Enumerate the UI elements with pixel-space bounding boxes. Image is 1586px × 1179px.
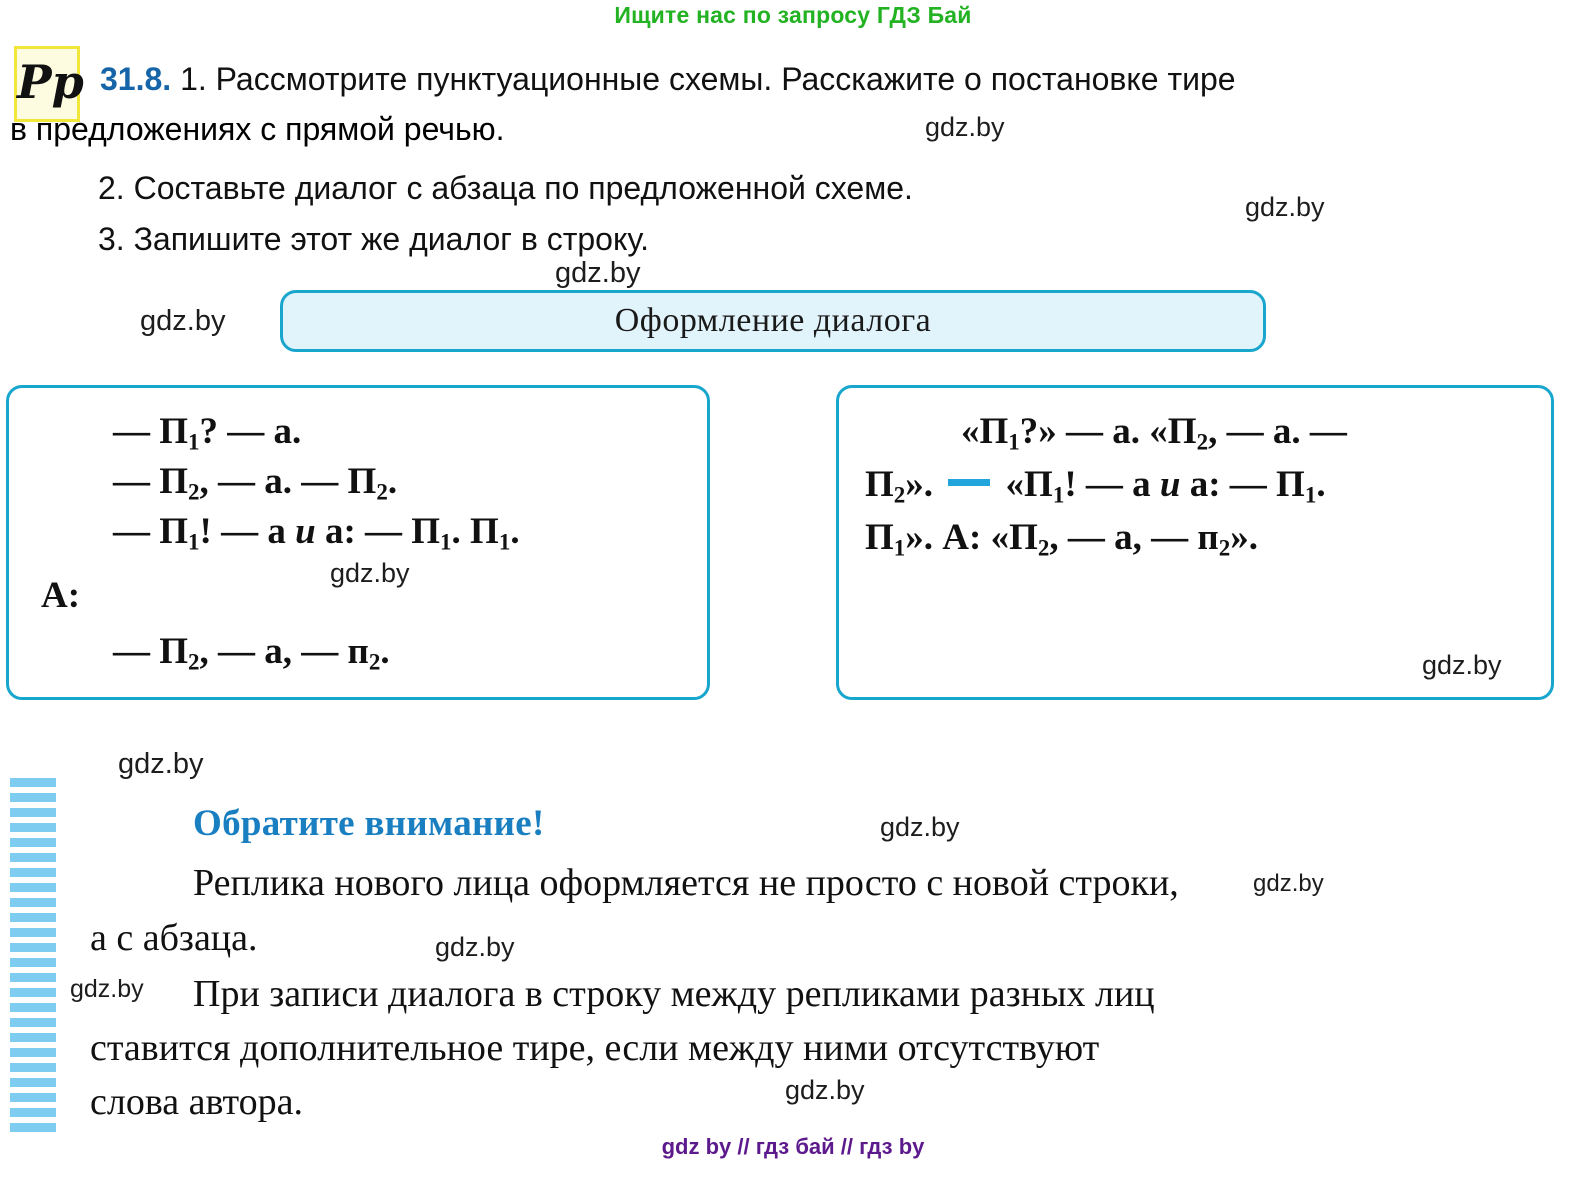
highlighted-extra-dash [948,478,991,486]
margin-dash [10,838,56,847]
gdz-watermark: gdz.by [70,975,144,1003]
scheme-left-line-2: — П2, — а. — П2. [113,461,398,505]
margin-dash [10,778,56,787]
margin-dash [10,958,56,967]
cursive-rr-icon: Рр [17,55,84,109]
task-item-2: 2. Составьте диалог с абзаца по предложе… [98,170,913,206]
scheme-left-author-label: А: [41,575,81,616]
scheme-box-dialogue-lines: — П1? — а. — П2, — а. — П2. — П1! — а и … [6,385,710,700]
scheme-right-line-1: «П1?» — а. «П2, — а. — [961,411,1347,455]
margin-dash [10,1033,56,1042]
promo-banner: Ищите нас по запросу ГДЗ Бай [614,2,972,28]
scheme-left-line-3: — П1! — а и а: — П1. П1. [113,511,520,555]
margin-dash [10,868,56,877]
gdz-watermark: gdz.by [435,932,515,962]
task-paragraph: 31.8. 1. Рассмотрите пунктуационные схем… [10,54,1562,104]
exercise-type-badge: Рр [14,46,84,122]
margin-dash [10,1123,56,1132]
task-item-3: 3. Запишите этот же диалог в строку. [98,221,650,257]
note-paragraph-1-line-2: а с абзаца. [90,917,258,959]
note-heading: Обратите внимание! [193,803,545,844]
scheme-left-line-4: — П2, — а, — п2. [113,631,390,675]
scheme-left-line-1: — П1? — а. [113,411,302,455]
margin-dash [10,1003,56,1012]
margin-dash [10,1078,56,1087]
margin-dash [10,883,56,892]
margin-dash [10,1018,56,1027]
task-item-1-line-2: в предложениях с прямой речью. [10,111,505,147]
note-paragraph-1-line-1: Реплика нового лица оформляется не прост… [193,862,1179,904]
gdz-watermark: gdz.by [1422,650,1502,680]
task-item-1-line-1: 1. Рассмотрите пунктуационные схемы. Рас… [180,61,1236,97]
margin-dash [10,898,56,907]
gdz-watermark: gdz.by [925,112,1005,142]
margin-dash [10,988,56,997]
margin-dash [10,853,56,862]
margin-dash [10,1108,56,1117]
scheme-right-line-3: П1». А: «П2, — а, — п2». [865,517,1258,561]
margin-dash [10,1093,56,1102]
gdz-watermark: gdz.by [880,812,960,842]
margin-dash [10,793,56,802]
margin-dash [10,1048,56,1057]
gdz-watermark: gdz.by [330,558,410,588]
margin-dash [10,823,56,832]
section-header-title: Оформление диалога [614,302,932,339]
gdz-watermark: gdz.by [785,1075,865,1105]
margin-dash [10,973,56,982]
scheme-box-inline-dialogue: «П1?» — а. «П2, — а. — П2». «П1! — а и а… [836,385,1554,700]
section-header-box: Оформление диалога [280,290,1266,352]
margin-dash [10,808,56,817]
footer-watermark: gdz by // гдз бай // гдз by [661,1134,925,1159]
margin-dash [10,943,56,952]
gdz-watermark: gdz.by [118,748,204,780]
note-paragraph-2-line-1: При записи диалога в строку между реплик… [193,973,1155,1015]
margin-dash [10,913,56,922]
scheme-right-line-2: П2». «П1! — а и а: — П1. [865,464,1326,508]
note-paragraph-2-line-2: ставится дополнительное тире, если между… [90,1027,1100,1069]
gdz-watermark: gdz.by [1253,870,1324,897]
gdz-watermark: gdz.by [140,305,226,337]
exercise-number: 31.8. [100,61,172,97]
margin-dash [10,928,56,937]
gdz-watermark: gdz.by [1245,192,1325,222]
gdz-watermark: gdz.by [555,257,641,289]
note-paragraph-2-line-3: слова автора. [90,1081,303,1123]
margin-dash-rail-decoration [10,778,56,1132]
margin-dash [10,1063,56,1072]
